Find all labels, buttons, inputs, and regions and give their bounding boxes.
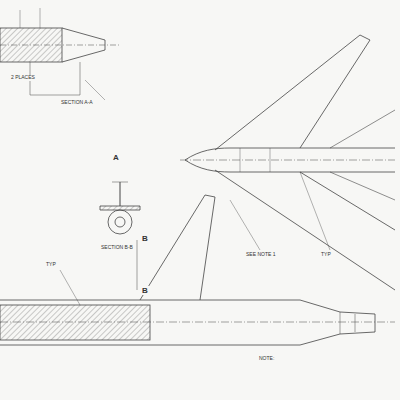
callout-label: SECTION B-B [100,245,134,251]
callout-label: TYP [45,262,57,268]
callout-label: SECTION A-A [60,100,94,106]
callout-label: B [141,286,149,295]
callout-label: TYP [320,252,332,258]
callout-label: A [112,153,120,162]
callout-label: 2 PLACES [10,75,36,81]
callout-label: B [141,234,149,243]
callout-label: SEE NOTE 1 [245,252,276,258]
callout-label: NOTE: [258,356,390,362]
